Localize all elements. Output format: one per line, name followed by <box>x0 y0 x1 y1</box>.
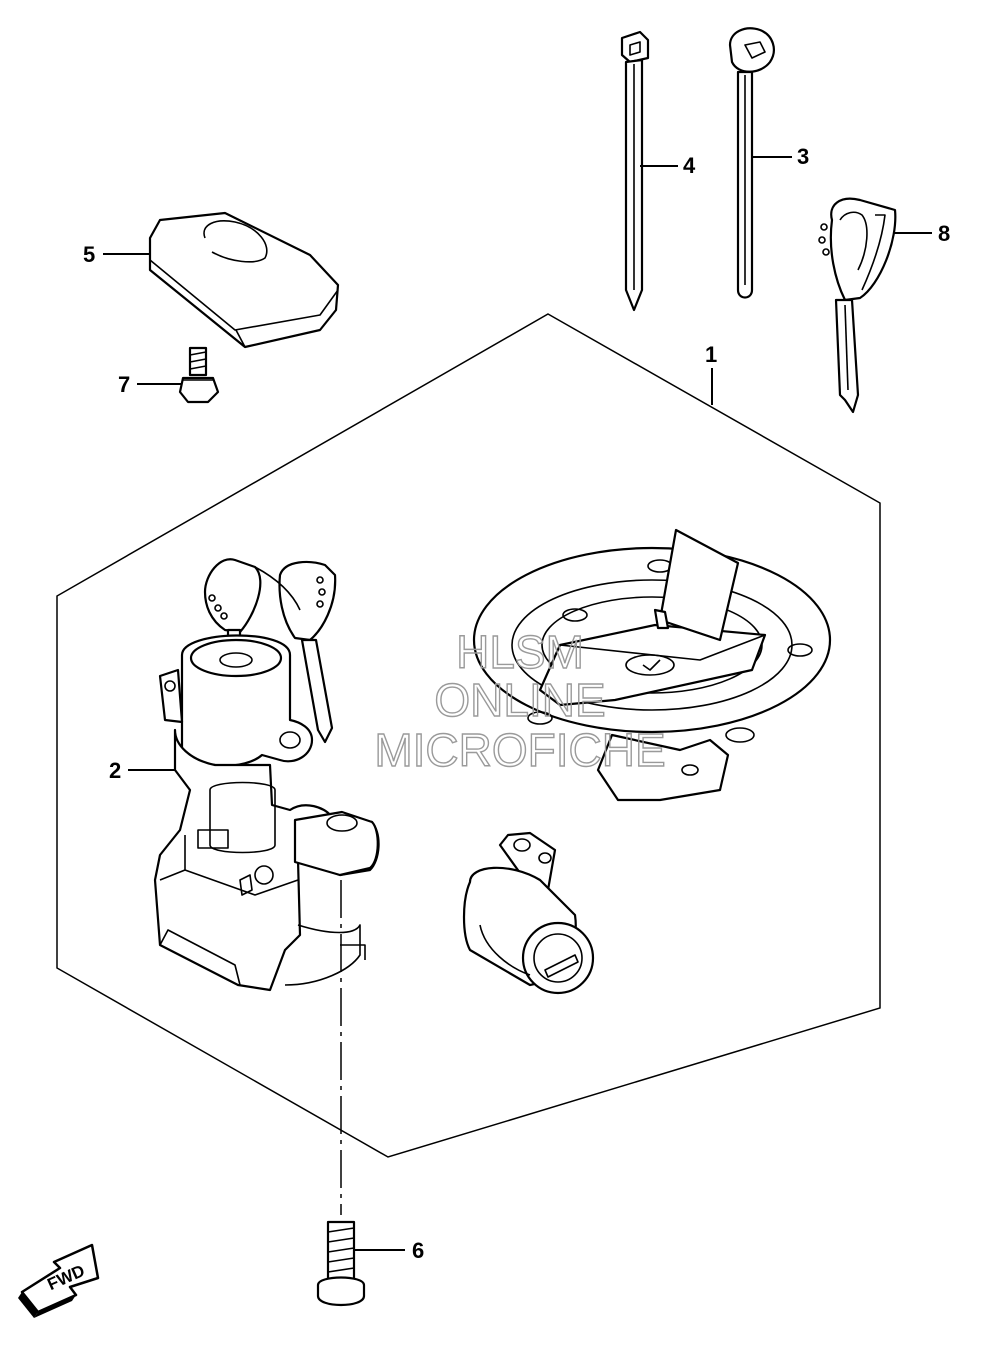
callout-4: 4 <box>683 153 696 178</box>
callout-8: 8 <box>938 221 950 246</box>
callout-5: 5 <box>83 242 95 267</box>
bolt-part-6 <box>316 1220 366 1306</box>
small-bolt-part-7 <box>178 346 220 404</box>
watermark-line-3: MICROFICHE <box>374 724 665 776</box>
callout-6: 6 <box>412 1238 424 1263</box>
watermark-line-1: HLSM <box>456 626 584 678</box>
watermark-line-2: ONLINE <box>434 674 605 726</box>
cable-tie-clamp-part-3 <box>728 27 775 299</box>
fuel-cap-assembly <box>472 528 832 802</box>
callout-3: 3 <box>797 144 809 169</box>
seat-lock-cylinder <box>462 831 595 995</box>
callout-2: 2 <box>109 758 121 783</box>
callout-7: 7 <box>118 372 130 397</box>
callout-1: 1 <box>705 342 717 367</box>
cable-tie-part-4 <box>620 30 650 312</box>
key-blank-part-8 <box>818 197 897 414</box>
ignition-switch-part-2 <box>153 558 380 992</box>
fwd-arrow-icon: FWD <box>18 1243 100 1318</box>
cover-cap-part-5 <box>148 211 340 349</box>
kit-boundary-outline <box>56 313 881 1158</box>
